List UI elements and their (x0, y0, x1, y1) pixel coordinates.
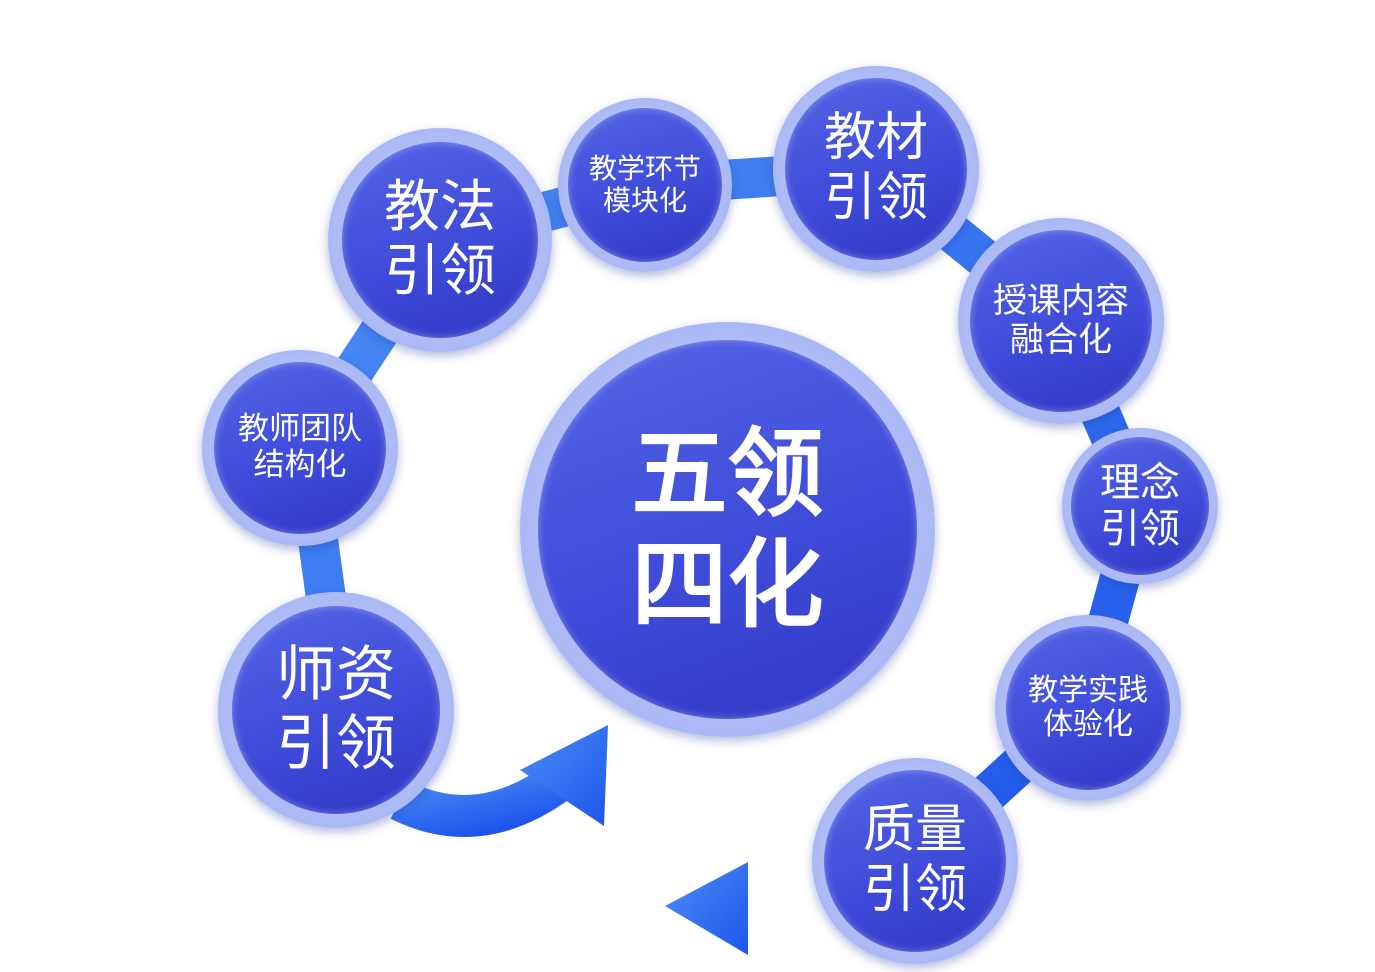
center-line2: 四化 (631, 528, 824, 641)
node-shouke: 授课内容 融合化 (958, 218, 1164, 424)
node-tuandui: 教师团队 结构化 (202, 350, 398, 546)
node-jiaoxuehuanjie: 教学环节 模块化 (558, 98, 732, 272)
bottom-arrowhead (665, 862, 748, 955)
node-label: 教学实践 (1028, 672, 1148, 708)
node-jiaocai: 教材 引领 (773, 66, 979, 272)
node-linian: 理念 引领 (1062, 428, 1218, 584)
node-label: 引领 (823, 168, 928, 228)
left-arrowhead (520, 725, 608, 826)
node-label: 教法 (384, 174, 496, 240)
node-label: 体验化 (1043, 707, 1133, 742)
node-label: 师资 (276, 640, 396, 710)
node-label: 融合化 (1010, 320, 1112, 360)
node-label: 引领 (1100, 506, 1180, 552)
node-zhiliang: 质量 引领 (812, 758, 1018, 964)
node-label: 理念 (1100, 460, 1180, 506)
node-label: 模块化 (602, 184, 687, 217)
node-jiaofa: 教法 引领 (328, 128, 552, 352)
node-shizi: 师资 引领 (218, 592, 454, 828)
node-label: 引领 (384, 239, 496, 304)
node-label: 教学环节 (588, 151, 701, 185)
node-shijian: 教学实践 体验化 (995, 615, 1181, 801)
node-label: 结构化 (253, 447, 347, 483)
node-label: 质量 (862, 800, 967, 861)
node-label: 引领 (276, 709, 396, 779)
left-arrow-tail (390, 762, 573, 837)
node-label: 授课内容 (993, 280, 1129, 321)
node-label: 教材 (823, 108, 928, 169)
center-node: 五领 四化 (520, 322, 935, 737)
center-line1: 五领 (631, 418, 824, 531)
node-label: 引领 (862, 860, 967, 920)
node-label: 教师团队 (238, 411, 362, 448)
